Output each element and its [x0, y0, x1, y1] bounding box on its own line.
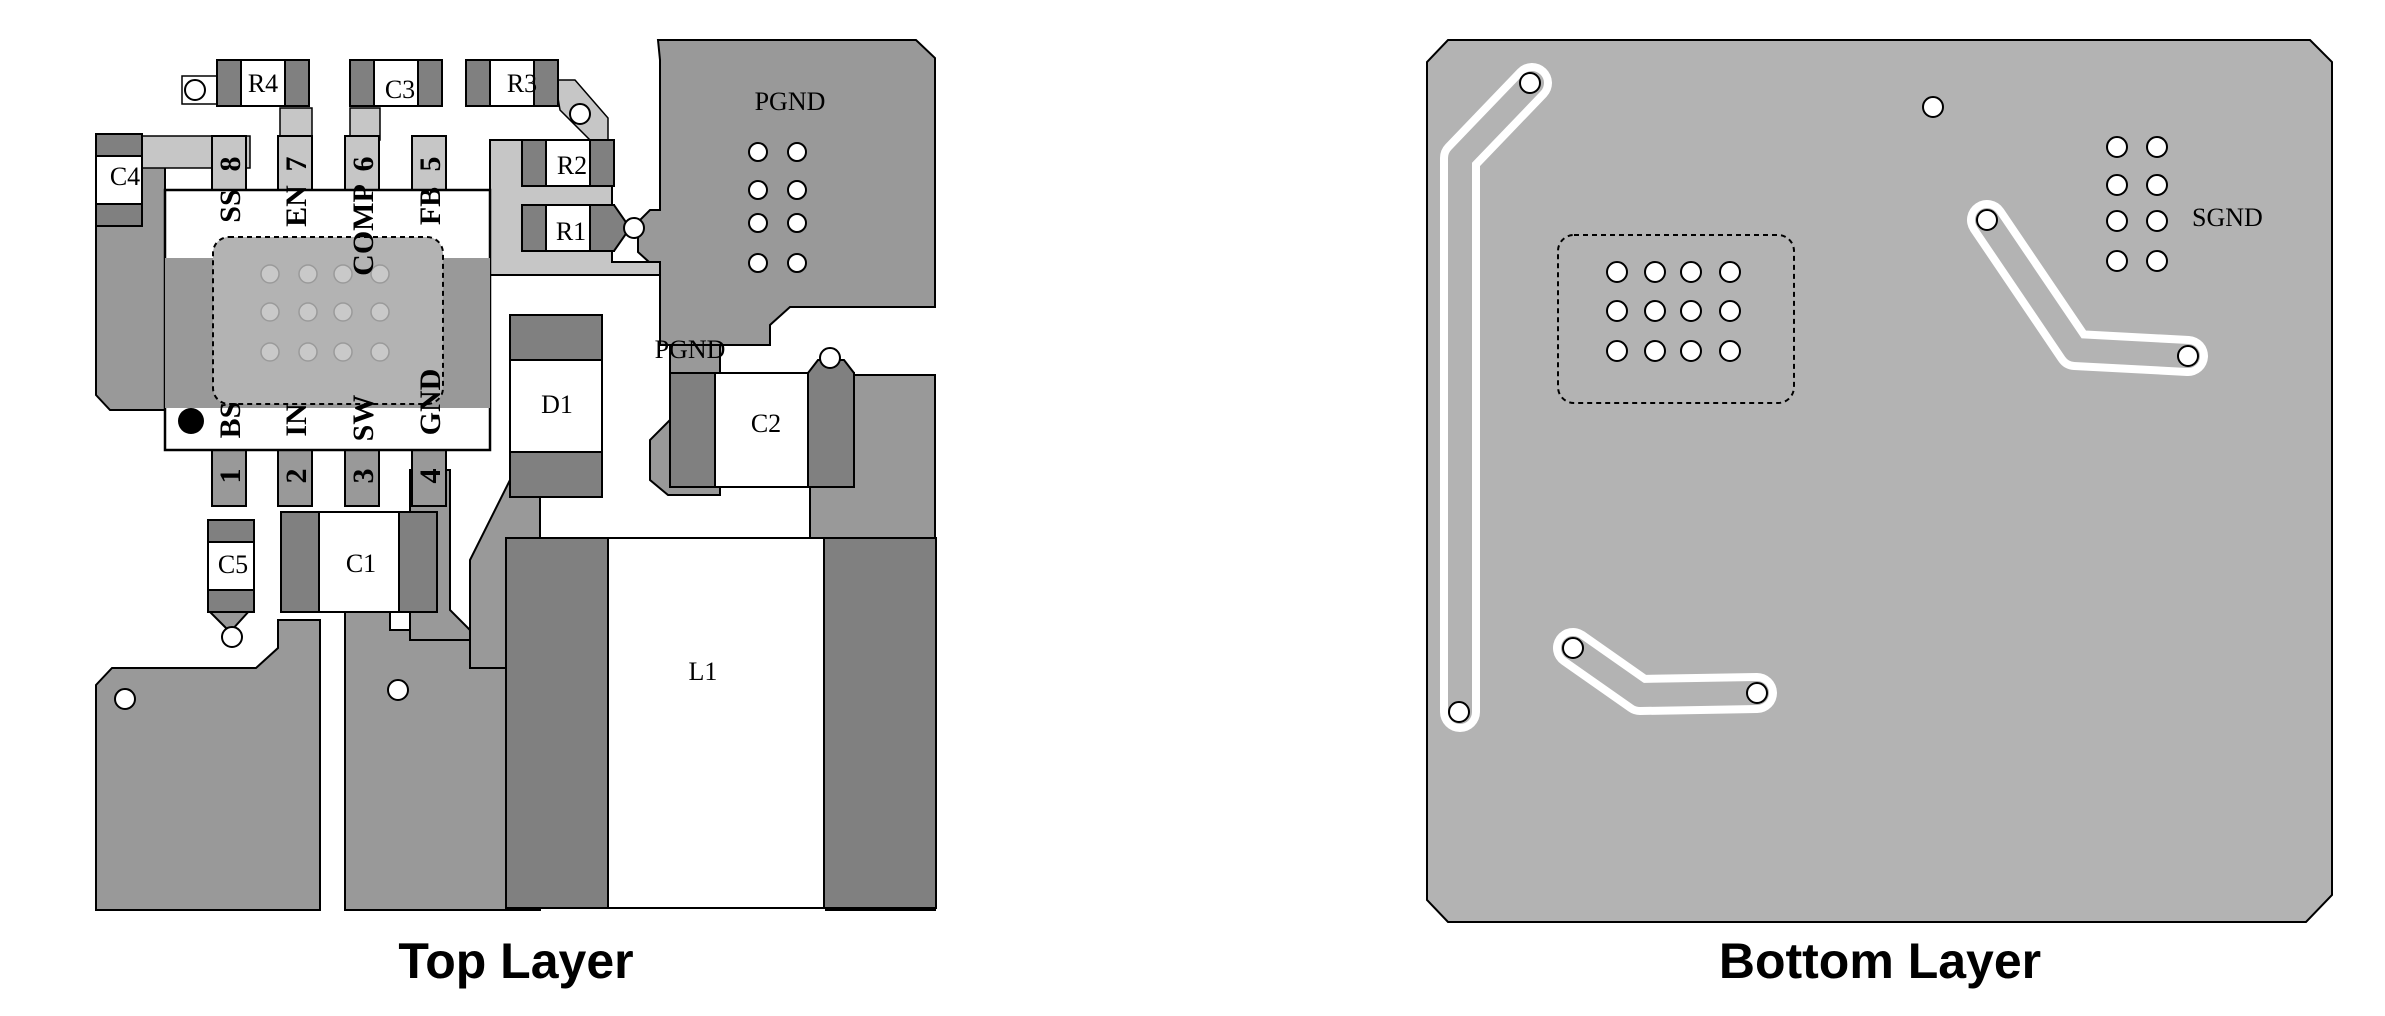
long-trace-left — [1440, 63, 1552, 732]
via-long-trace-bottom — [1448, 701, 1470, 723]
via-lower-left — [1562, 637, 1584, 659]
thermal-pad-outline-bottom — [1557, 234, 1795, 404]
bottom-left-pour — [95, 619, 321, 911]
via-lower-right — [1746, 682, 1768, 704]
c5-label: C5 — [218, 550, 248, 579]
pin-6-number: 6 — [347, 157, 380, 172]
component-c2: C2 — [669, 359, 855, 488]
via-sense-bottom — [2177, 345, 2199, 367]
ic-top-pin-names: SS EN COMP FB — [214, 184, 447, 276]
via-in — [387, 679, 409, 701]
top-layer-panel: 8 7 6 5 SS EN COMP FB BS IN SW GND 1 2 3… — [95, 39, 937, 989]
via-c5 — [221, 626, 243, 648]
pgnd-label-lower: PGND — [655, 335, 726, 364]
top-layer-caption: Top Layer — [398, 933, 633, 989]
bottom-layer-panel: SGND Bottom Layer — [1426, 39, 2333, 989]
pin-in-label: IN — [280, 403, 313, 437]
component-c5: C5 — [207, 519, 255, 634]
r3-label: R3 — [507, 69, 537, 98]
pgnd-vias-top — [748, 142, 807, 273]
component-r4: R4 — [216, 59, 310, 107]
component-c3: C3 — [349, 59, 443, 107]
c1-label: C1 — [346, 549, 376, 578]
thermal-vias-top — [260, 264, 390, 362]
c4-label: C4 — [110, 162, 140, 191]
thermal-pad-outline — [212, 236, 444, 405]
l1-label: L1 — [689, 657, 718, 686]
sense-trace-right — [1967, 200, 2208, 376]
via-top-single — [1922, 96, 1944, 118]
c3-label: C3 — [385, 75, 415, 104]
component-c1: C1 — [280, 511, 438, 613]
pin-gnd-label: GND — [414, 369, 447, 436]
pgnd-pour-upper — [637, 39, 936, 346]
pin-stub-8 — [211, 135, 247, 192]
bottom-layer-caption: Bottom Layer — [1719, 933, 2041, 989]
r4-label: R4 — [248, 69, 278, 98]
pin-4-number: 4 — [414, 469, 447, 484]
via-c2 — [819, 347, 841, 369]
pgnd-label-upper: PGND — [755, 87, 826, 116]
pin-stub-4 — [411, 447, 447, 507]
pin1-marker — [178, 408, 204, 434]
pin-stub-1 — [211, 447, 247, 507]
via-r4 — [184, 79, 206, 101]
pin-en-label: EN — [280, 185, 313, 227]
via-sense-top — [1976, 209, 1998, 231]
thermal-vias-bottom — [1606, 261, 1741, 362]
sgnd-label: SGND — [2192, 203, 2263, 232]
ic-bottom-pin-names: BS IN SW GND — [214, 369, 447, 442]
pin-1-number: 1 — [214, 469, 247, 484]
via-bottom-left — [114, 688, 136, 710]
pin-ss-label: SS — [214, 189, 247, 222]
component-d1: D1 — [509, 314, 603, 498]
component-c4: C4 — [95, 133, 143, 227]
r1-label: R1 — [556, 217, 586, 246]
r2-label: R2 — [557, 151, 587, 180]
component-r3: R3 — [465, 59, 559, 107]
ic-top-pin-numbers: 8 7 6 5 — [214, 157, 447, 172]
trace-lower-middle — [1553, 628, 1777, 715]
pin-fb-label: FB — [414, 187, 447, 225]
sgnd-vias — [2106, 136, 2168, 272]
pin-8-number: 8 — [214, 157, 247, 172]
component-r2: R2 — [521, 139, 615, 187]
bottom-ground-plane — [1426, 39, 2333, 923]
pin-sw-label: SW — [347, 395, 380, 442]
via-r1 — [623, 217, 645, 239]
pin-5-number: 5 — [414, 157, 447, 172]
ic-bottom-pin-numbers: 1 2 3 4 — [214, 469, 447, 484]
via-r3 — [569, 103, 591, 125]
pin-stub-3 — [344, 447, 380, 507]
via-long-trace-top — [1519, 72, 1541, 94]
pin-3-number: 3 — [347, 469, 380, 484]
d1-label: D1 — [541, 390, 573, 419]
component-l1: L1 — [505, 537, 937, 909]
c2-label: C2 — [751, 409, 781, 438]
pin-7-number: 7 — [280, 157, 313, 172]
pin-comp-label: COMP — [347, 184, 380, 276]
pin-2-number: 2 — [280, 469, 313, 484]
component-r1: R1 — [521, 204, 632, 252]
pin-bs-label: BS — [214, 402, 247, 439]
